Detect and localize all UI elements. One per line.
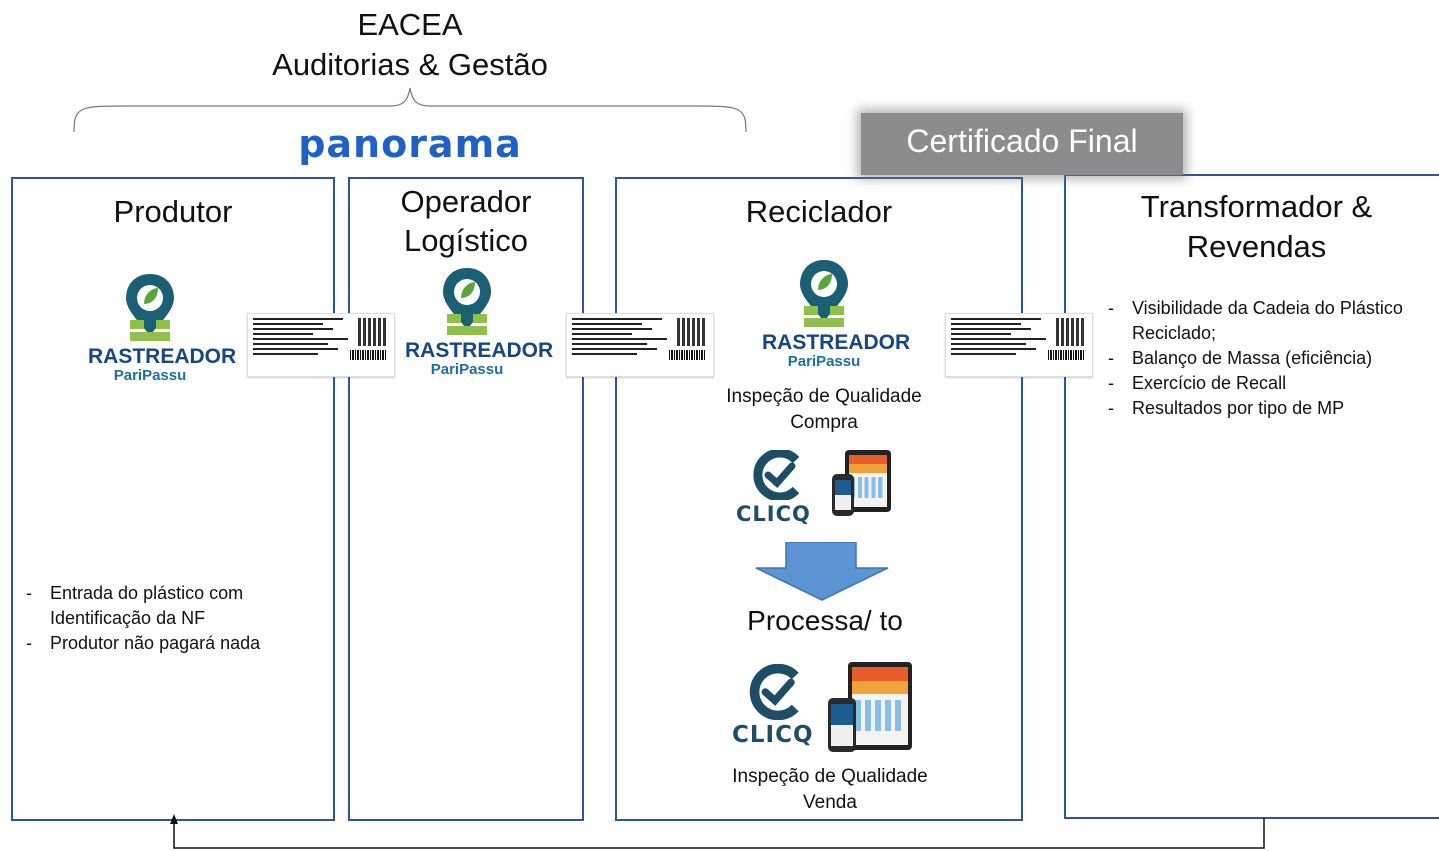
check-icon [749, 664, 799, 720]
clicq-wordmark: CLICQ [736, 502, 811, 526]
inspecao-compra-caption: Inspeção de Qualidade Compra [726, 386, 922, 433]
shipping-label-image [945, 313, 1093, 377]
list-item: Entrada do plástico com Identificação da… [22, 581, 322, 631]
list-item: Balanço de Massa (eficiência) [1104, 346, 1424, 371]
barcode-icon [669, 350, 705, 360]
certificado-final-badge: Certificado Final [861, 113, 1183, 175]
qr-code-icon [358, 318, 386, 346]
inspecao-venda-caption: Inspeção de Qualidade Venda [732, 766, 928, 813]
phone-app-image [828, 698, 856, 752]
column-produtor: Produtor [11, 177, 335, 821]
clicq-logo-bottom: CLICQ [730, 664, 820, 754]
barcode-icon [350, 350, 386, 360]
list-item: Produtor não pagará nada [22, 631, 322, 656]
qr-code-icon [1056, 318, 1084, 346]
list-item: Visibilidade da Cadeia do Plástico Recic… [1104, 296, 1424, 346]
column-transformador: Transformador & Revendas [1064, 174, 1439, 819]
rastreador-wordmark: RASTREADOR [88, 345, 237, 368]
paripassu-wordmark: PariPassu [430, 361, 504, 378]
paripassu-wordmark: PariPassu [787, 353, 861, 370]
column-reciclador: Reciclador [615, 177, 1023, 821]
rastreador-wordmark: RASTREADOR [762, 331, 911, 354]
operador-title-line1: Operador [400, 184, 532, 219]
operador-title-line2: Logístico [403, 223, 529, 258]
processamento-label: Processa/ to [747, 605, 903, 636]
list-item: Exercício de Recall [1104, 371, 1424, 396]
rastreador-logo-produtor: RASTREADOR PariPassu [88, 270, 237, 390]
transformador-title-line2: Revendas [1186, 229, 1327, 264]
location-pin-icon [443, 268, 491, 335]
brace-connector [73, 87, 747, 133]
clicq-logo-top: CLICQ [734, 450, 824, 526]
shipping-label-image [247, 313, 395, 377]
produtor-title: Produtor [113, 194, 233, 229]
header-org: EACEA [357, 7, 463, 42]
feedback-arrow-connector [170, 814, 1265, 849]
qr-code-icon [677, 318, 705, 346]
list-item: Resultados por tipo de MP [1104, 396, 1424, 421]
transformador-bullet-list: Visibilidade da Cadeia do Plástico Recic… [1104, 296, 1424, 421]
reciclador-title: Reciclador [745, 194, 893, 229]
rastreador-logo-reciclador: RASTREADOR PariPassu [762, 256, 911, 376]
tablet-app-image [848, 662, 912, 750]
clicq-wordmark: CLICQ [732, 722, 814, 748]
barcode-icon [1048, 350, 1084, 360]
down-arrow-icon [755, 542, 889, 601]
phone-app-image [832, 474, 854, 516]
location-pin-icon [126, 274, 174, 341]
column-operador: Operador Logístico [348, 177, 584, 821]
rastreador-logo-operador: RASTREADOR PariPassu [405, 264, 554, 384]
rastreador-wordmark: RASTREADOR [405, 339, 554, 362]
check-icon [753, 450, 800, 500]
location-pin-icon [800, 260, 848, 327]
header-subtitle: Auditorias & Gestão [272, 47, 548, 82]
transformador-title-line1: Transformador & [1140, 189, 1373, 224]
shipping-label-image [566, 313, 714, 377]
produtor-bullet-list: Entrada do plástico com Identificação da… [22, 581, 322, 656]
paripassu-wordmark: PariPassu [113, 367, 187, 384]
panorama-logo: panorama [298, 122, 522, 166]
tablet-app-image [845, 450, 891, 512]
